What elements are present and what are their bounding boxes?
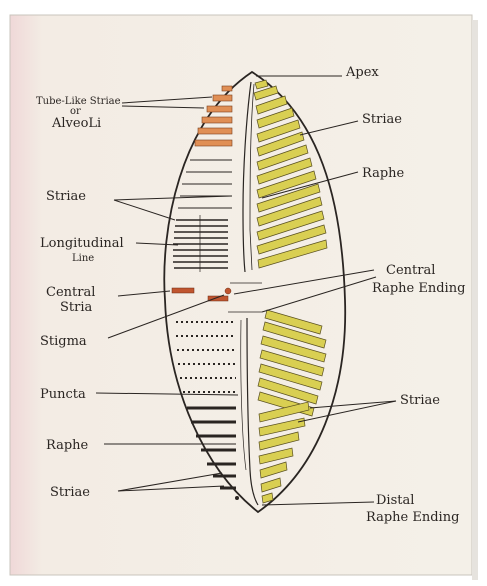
- label-striae-left: Striae: [46, 189, 86, 204]
- label-central-stria-line1: Central: [46, 285, 95, 300]
- label-striae-right-bottom: Striae: [400, 393, 440, 408]
- label-distal-line1: Distal: [376, 493, 414, 508]
- label-longitudinal-line2: Line: [72, 253, 94, 264]
- label-raphe-top: Raphe: [362, 166, 405, 181]
- paper-shadow: [472, 20, 478, 580]
- label-central-stria-line2: Stria: [60, 300, 93, 315]
- label-tube-line3: AlveoLi: [51, 116, 101, 131]
- central-stria-mark: [172, 288, 194, 293]
- label-stigma: Stigma: [40, 334, 87, 349]
- label-longitudinal-line1: Longitudinal: [40, 236, 124, 251]
- label-raphe-bottom: Raphe: [46, 438, 89, 453]
- stigma-dot: [225, 288, 231, 294]
- label-distal-line2: Raphe Ending: [366, 510, 459, 525]
- label-puncta: Puncta: [40, 387, 86, 402]
- label-central-raphe-line1: Central: [386, 263, 435, 278]
- distal-dot: [235, 496, 239, 500]
- label-striae-top: Striae: [362, 112, 402, 127]
- label-striae-bottom: Striae: [50, 485, 90, 500]
- label-central-raphe-line2: Raphe Ending: [372, 281, 465, 296]
- label-apex: Apex: [345, 65, 379, 80]
